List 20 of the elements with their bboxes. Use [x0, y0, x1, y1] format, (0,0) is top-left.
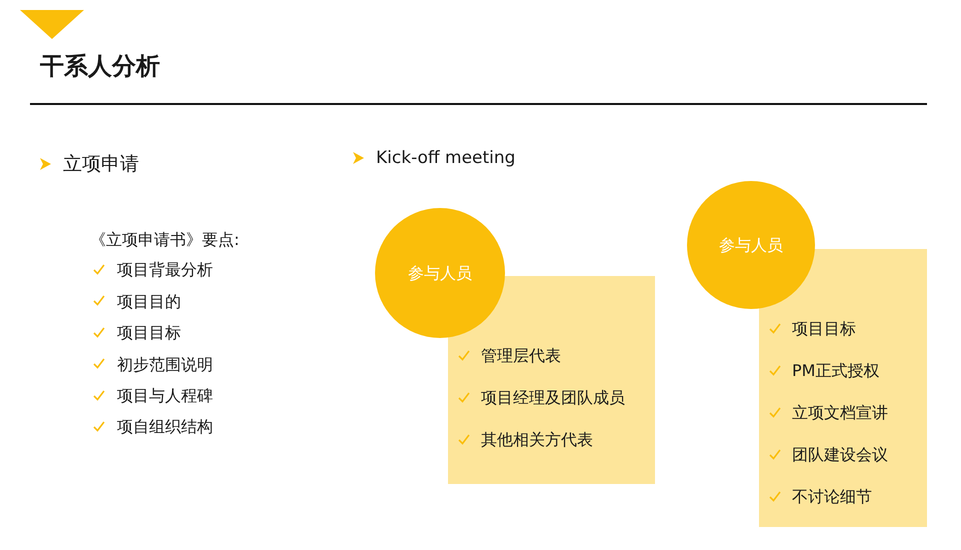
list-item: 立项文档宣讲	[792, 403, 888, 423]
list-item: 项目与人程碑	[117, 386, 213, 406]
list-item: 项自组织结构	[117, 417, 213, 437]
list-heading: 《立项申请书》要点:	[90, 230, 240, 250]
list-item: 管理层代表	[481, 346, 561, 366]
list-item: PM正式授权	[792, 361, 880, 381]
section-heading: Kick-off meeting	[376, 148, 516, 168]
list-item: 不讨论细节	[792, 487, 872, 507]
list-item: 团队建设会议	[792, 445, 888, 465]
list-item: 项目目标	[117, 323, 181, 342]
section-heading: 立项申请	[63, 152, 139, 176]
list-item: 其他相关方代表	[481, 430, 593, 450]
list-item: 项目经理及团队成员	[481, 388, 625, 408]
badge-text: 参与人员	[718, 235, 784, 255]
list-item: 项目目标	[792, 319, 856, 339]
list-item: 项目背最分析	[117, 260, 213, 280]
slide-title: 干系人分析	[40, 52, 160, 80]
badge-text: 参与人员	[407, 263, 473, 283]
list-item: 初步范围说明	[117, 354, 213, 374]
list-item: 项目目的	[117, 292, 181, 311]
